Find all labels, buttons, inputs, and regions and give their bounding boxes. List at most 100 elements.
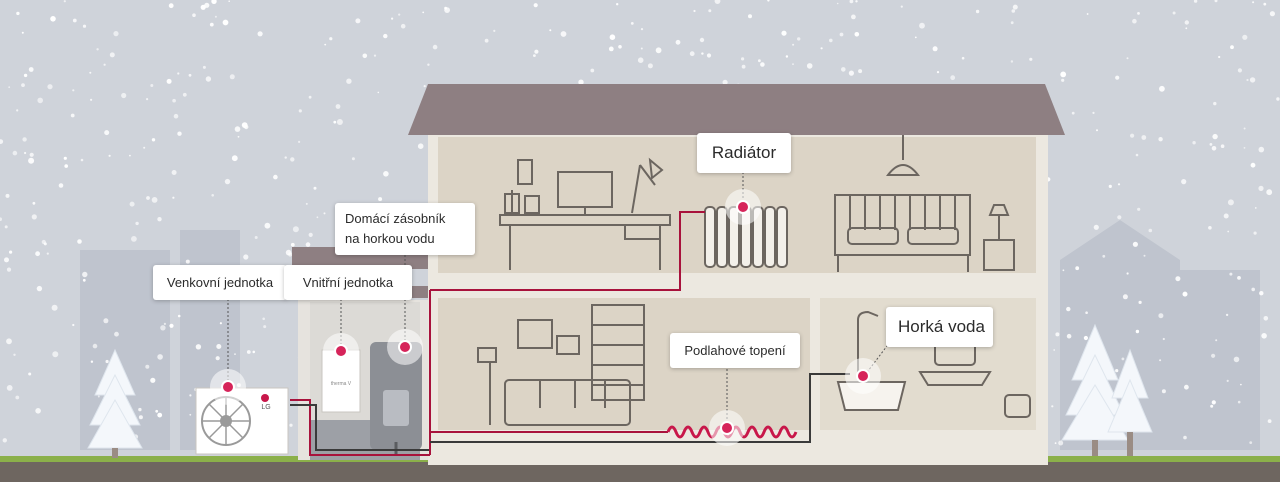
snowflake xyxy=(89,71,92,74)
floor-heating-hotspot[interactable] xyxy=(720,421,734,435)
snowflake xyxy=(290,242,295,247)
snowflake xyxy=(1252,1,1255,4)
snowflake xyxy=(1130,133,1135,138)
snowflake xyxy=(2,438,7,443)
snowflake xyxy=(263,325,267,329)
snowflake xyxy=(1066,306,1071,312)
snowflake xyxy=(6,338,12,345)
hot-water-tank-label[interactable]: Domácí zásobník na horkou vodu xyxy=(335,203,475,255)
snowflake xyxy=(1102,254,1106,258)
snowflake xyxy=(333,120,337,124)
snowflake xyxy=(422,11,425,14)
snowflake xyxy=(346,78,352,84)
snowflake xyxy=(192,13,196,17)
snowflake xyxy=(284,156,287,159)
snowflake xyxy=(1240,383,1242,386)
snowflake xyxy=(1237,400,1241,404)
snowflake xyxy=(129,154,131,157)
snowflake xyxy=(264,222,271,229)
snowflake xyxy=(63,0,66,3)
floor-heating-label[interactable]: Podlahové topení xyxy=(670,333,800,368)
snowflake xyxy=(157,217,162,222)
hot-water-label[interactable]: Horká voda xyxy=(886,307,993,347)
snowflake xyxy=(609,34,616,40)
snowflake xyxy=(1223,213,1229,219)
snowflake xyxy=(858,69,863,74)
snowflake xyxy=(146,98,149,101)
snowflake xyxy=(104,130,110,136)
snowflake xyxy=(32,201,36,205)
snowflake xyxy=(1243,127,1246,130)
snowflake xyxy=(214,15,217,18)
outdoor-unit-label[interactable]: Venkovní jednotka xyxy=(153,265,287,300)
snowflake xyxy=(417,143,424,149)
snowflake xyxy=(722,79,728,85)
snowflake xyxy=(1193,0,1198,3)
snowflake xyxy=(72,89,75,92)
snowflake xyxy=(1075,266,1080,271)
snowflake xyxy=(1096,129,1098,132)
snowflake xyxy=(252,350,256,354)
snowflake xyxy=(298,109,302,113)
snowflake xyxy=(292,226,299,233)
snowflake xyxy=(1184,20,1190,25)
snowflake xyxy=(1225,313,1229,317)
snowflake xyxy=(758,59,761,63)
snowflake xyxy=(211,194,214,197)
snowflake xyxy=(28,157,35,164)
snowflake xyxy=(1066,333,1072,339)
snowflake xyxy=(166,78,172,84)
snowflake xyxy=(257,31,263,37)
snowflake xyxy=(9,250,13,254)
indoor-unit-label[interactable]: Vnitřní jednotka xyxy=(284,265,412,300)
bed-icon xyxy=(834,135,1015,272)
snowflake xyxy=(35,251,40,257)
radiator-icon xyxy=(704,206,788,268)
snowflake xyxy=(362,53,368,59)
snowflake xyxy=(169,323,174,328)
snowflake xyxy=(143,146,146,149)
snowflake xyxy=(163,322,166,325)
snowflake xyxy=(637,57,644,63)
snowflake xyxy=(760,62,765,67)
snowflake xyxy=(1126,272,1129,275)
hot-water-hotspot[interactable] xyxy=(856,369,870,383)
snowflake xyxy=(655,47,662,54)
ground xyxy=(0,462,1280,482)
snowflake xyxy=(1251,287,1255,292)
snowflake xyxy=(1211,400,1216,405)
radiator-label[interactable]: Radiátor xyxy=(697,133,791,173)
snowflake xyxy=(767,0,770,2)
snowflake xyxy=(28,67,34,72)
snowflake xyxy=(534,49,539,54)
snowflake xyxy=(202,65,206,69)
snowflake xyxy=(22,137,27,142)
snowflake xyxy=(936,71,940,74)
indoor-unit-hotspot[interactable] xyxy=(334,344,348,358)
snowflake xyxy=(108,154,111,157)
snowflake xyxy=(209,22,214,27)
snowflake xyxy=(150,84,154,87)
snowflake xyxy=(1237,68,1242,73)
snowflake xyxy=(781,30,787,36)
snowflake xyxy=(706,53,712,58)
radiator-hotspot[interactable] xyxy=(736,200,750,214)
snowflake xyxy=(4,225,8,229)
snowflake xyxy=(63,156,67,160)
snowflake xyxy=(1269,11,1275,17)
outdoor-unit-hotspot[interactable] xyxy=(221,380,235,394)
snowflake xyxy=(708,9,712,13)
snowflake xyxy=(0,139,4,144)
snowflake xyxy=(96,48,99,51)
water-tank-hotspot[interactable] xyxy=(398,340,412,354)
snowflake xyxy=(8,86,11,89)
snowflake xyxy=(329,37,333,41)
snowflake xyxy=(160,325,166,331)
bookshelf-icon xyxy=(591,304,645,401)
snowflake xyxy=(6,385,13,391)
snowflake xyxy=(52,351,59,358)
snowflake xyxy=(189,394,192,397)
snowflake xyxy=(1062,269,1065,272)
snowflake xyxy=(1135,153,1139,157)
